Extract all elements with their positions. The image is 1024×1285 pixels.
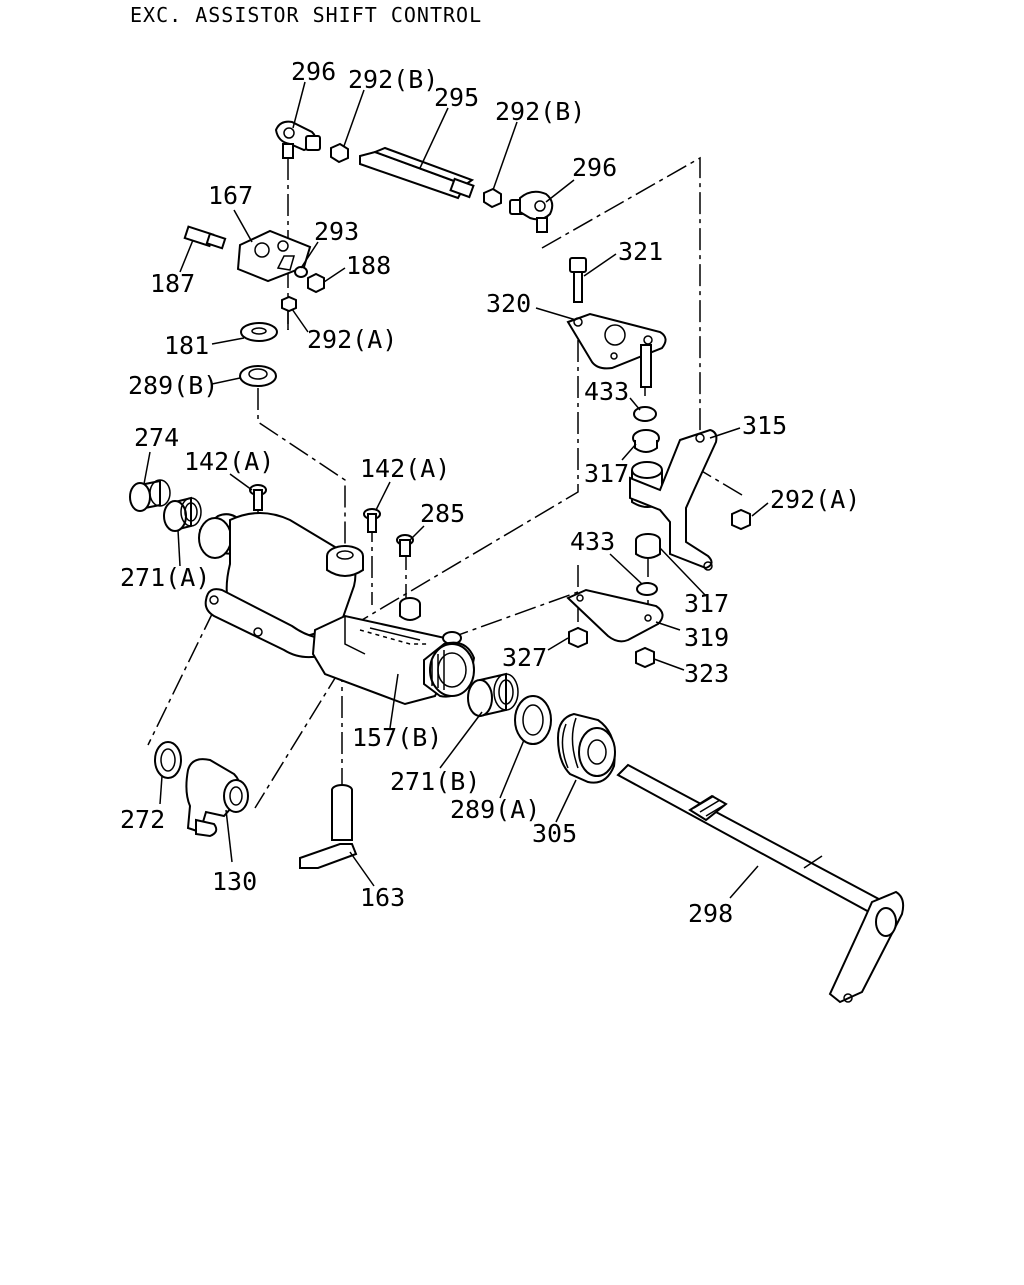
label-321: 321 [618, 237, 663, 266]
housing-157b [198, 512, 476, 706]
boot-305 [556, 712, 616, 784]
lever-block-167 [236, 229, 312, 283]
label-130: 130 [212, 867, 257, 896]
nut-292b-right [483, 187, 502, 209]
nut-188 [307, 272, 325, 294]
bushing-317-bottom [635, 533, 661, 559]
label-320: 320 [486, 289, 531, 318]
shift-arm-130 [185, 758, 249, 838]
label-293: 293 [314, 217, 359, 246]
plug-285 [396, 534, 414, 557]
label-295: 295 [434, 83, 479, 112]
label-289a: 289(A) [450, 795, 540, 824]
ball-joint-296-right [509, 190, 554, 233]
label-323: 323 [684, 659, 729, 688]
label-271a: 271(A) [120, 563, 210, 592]
label-296-top: 296 [291, 57, 336, 86]
label-317-bottom: 317 [684, 589, 729, 618]
label-181: 181 [164, 331, 209, 360]
label-305: 305 [532, 819, 577, 848]
lock-washer-181 [240, 322, 278, 342]
label-292a-top: 292(A) [307, 325, 397, 354]
bracket-plate-320 [566, 312, 667, 388]
label-142a-left: 142(A) [184, 447, 274, 476]
bushing-274 [129, 479, 171, 512]
washer-433-bottom [636, 582, 658, 596]
nut-327 [568, 626, 588, 649]
label-317-top: 317 [584, 459, 629, 488]
label-274: 274 [134, 423, 179, 452]
nut-323 [635, 646, 655, 669]
bushing-317-top [632, 429, 660, 453]
pin-lever-163 [299, 784, 358, 869]
snap-ring-272 [154, 741, 182, 779]
shift-shaft-298 [616, 763, 905, 1004]
label-327: 327 [502, 643, 547, 672]
plate-319 [566, 588, 664, 643]
label-285: 285 [420, 499, 465, 528]
part-labels: 296 292(B) 295 292(B) 296 167 293 188 18… [120, 57, 860, 928]
label-272: 272 [120, 805, 165, 834]
washer-293 [294, 266, 308, 278]
label-292a-right: 292(A) [770, 485, 860, 514]
needle-bearing-271a [163, 496, 202, 532]
label-292b-left: 292(B) [348, 65, 438, 94]
nut-292a-right [731, 508, 751, 531]
diagram-title: EXC. ASSISTOR SHIFT CONTROL [130, 3, 482, 27]
oil-seal-289a [514, 695, 552, 745]
needle-bearing-271b [467, 672, 519, 718]
label-289b: 289(B) [128, 371, 218, 400]
label-157b: 157(B) [352, 723, 442, 752]
label-167: 167 [208, 181, 253, 210]
label-315: 315 [742, 411, 787, 440]
bracket-315 [629, 428, 718, 571]
leader-lines [143, 81, 769, 899]
washer-433-top [633, 406, 657, 422]
ball-joint-296-top [274, 120, 321, 159]
bolt-142a-left [249, 484, 267, 511]
label-433-top: 433 [584, 377, 629, 406]
label-296-right: 296 [572, 153, 617, 182]
rod-295 [359, 146, 475, 200]
bolt-142a-right [363, 508, 381, 533]
nut-292b-left [330, 142, 349, 164]
label-142a-right: 142(A) [360, 454, 450, 483]
bolt-321 [569, 257, 587, 303]
label-163: 163 [360, 883, 405, 912]
label-292b-right: 292(B) [495, 97, 585, 126]
label-271b: 271(B) [390, 767, 480, 796]
label-188: 188 [346, 251, 391, 280]
label-298: 298 [688, 899, 733, 928]
oil-seal-289b [239, 365, 277, 387]
label-187: 187 [150, 269, 195, 298]
label-433-bottom: 433 [570, 527, 615, 556]
bolt-187 [183, 225, 227, 250]
label-319: 319 [684, 623, 729, 652]
nut-292a-top [281, 295, 297, 313]
